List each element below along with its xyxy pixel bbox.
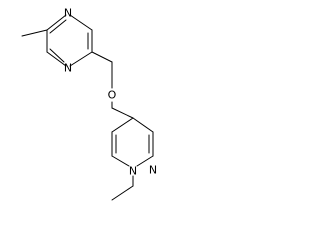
bond [49, 19, 67, 34]
bond [46, 51, 67, 67]
atom-label-n: N [64, 7, 72, 20]
atom-label-n: N [64, 62, 72, 75]
bond [132, 117, 154, 133]
bond [136, 155, 154, 167]
atom-label-o: O [108, 89, 117, 102]
bond [69, 51, 93, 67]
atom-label-n: N [129, 165, 137, 178]
bond [69, 14, 93, 31]
bond [91, 51, 113, 63]
chemical-structure-diagram: N N O N N [21, 7, 157, 201]
bond [21, 29, 48, 37]
atom-label-n: N [149, 164, 157, 177]
bond [111, 155, 130, 167]
atom-labels: N N O N N [64, 7, 157, 178]
methylene-ether-linker [91, 51, 134, 119]
bond [46, 14, 67, 31]
bond [111, 107, 134, 119]
bond [111, 185, 134, 201]
bond [49, 48, 65, 63]
bond [111, 117, 134, 133]
upper-pyrimidine-ring [21, 14, 93, 67]
lower-pyrimidine-ring [111, 117, 154, 201]
